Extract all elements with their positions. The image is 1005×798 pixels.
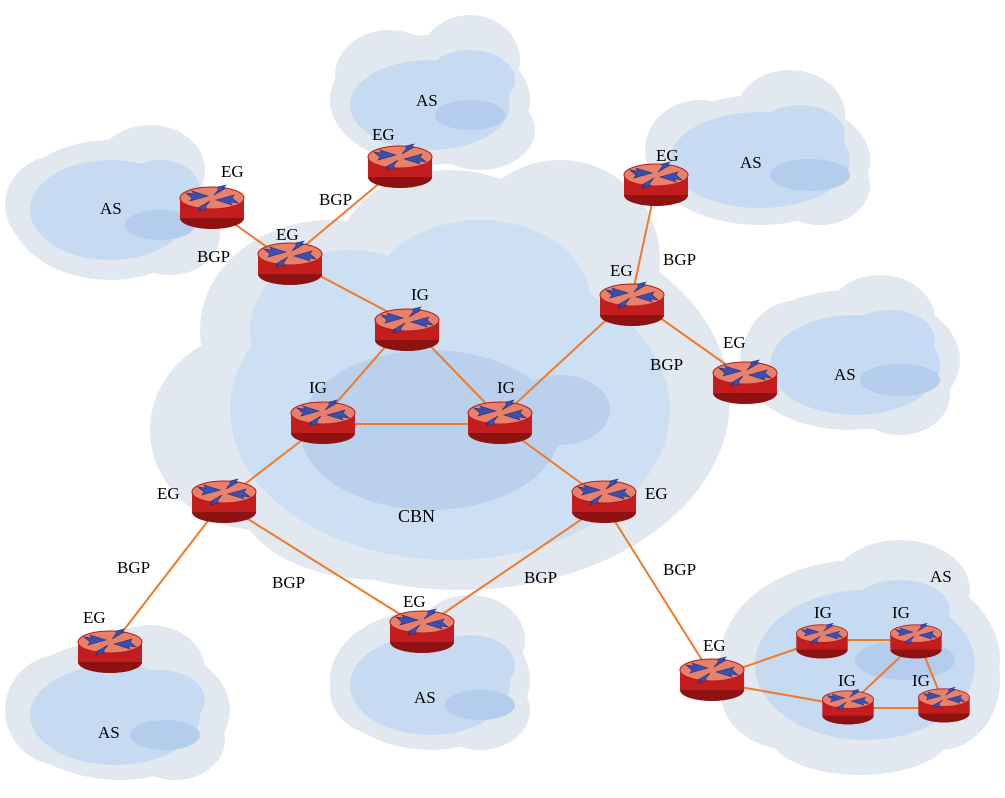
as-cloud-bottom-mid bbox=[330, 595, 530, 750]
label-eg-as-bottom-mid: EG bbox=[403, 592, 426, 611]
label-eg-as-bottom-right: EG bbox=[703, 636, 726, 655]
as-cloud-bottom-right bbox=[720, 540, 1000, 775]
label-ig-br-2: IG bbox=[892, 603, 910, 622]
router-ig-core-right bbox=[467, 399, 533, 445]
label-eg-as-right-mid: EG bbox=[723, 333, 746, 352]
router-eg-core-ne bbox=[599, 281, 665, 327]
core-network-cloud bbox=[150, 160, 730, 590]
label-eg-as-top: EG bbox=[372, 125, 395, 144]
label-bgp-bottom-right: BGP bbox=[663, 560, 696, 579]
label-bgp-right-mid: BGP bbox=[650, 355, 683, 374]
label-as-bottom-right: AS bbox=[930, 567, 952, 586]
router-eg-core-se bbox=[571, 478, 637, 524]
router-ig-br-3 bbox=[822, 688, 874, 725]
router-eg-as-top bbox=[367, 143, 433, 189]
label-eg-as-right-top: EG bbox=[656, 146, 679, 165]
router-eg-as-bottom-mid bbox=[389, 608, 455, 654]
label-eg-core-sw: EG bbox=[157, 484, 180, 503]
router-ig-br-4 bbox=[918, 686, 970, 723]
label-ig-core-top: IG bbox=[411, 285, 429, 304]
label-as-right-top: AS bbox=[740, 153, 762, 172]
as-cloud-top bbox=[330, 15, 535, 170]
router-ig-core-top bbox=[374, 306, 440, 352]
router-ig-br-1 bbox=[796, 622, 848, 659]
label-bgp-right-top: BGP bbox=[663, 250, 696, 269]
label-bgp-bottom-left: BGP bbox=[117, 558, 150, 577]
label-as-bottom-left: AS bbox=[98, 723, 120, 742]
router-ig-br-2 bbox=[890, 622, 942, 659]
label-ig-core-left: IG bbox=[309, 378, 327, 397]
label-bgp-bottom-mid-right: BGP bbox=[524, 568, 557, 587]
label-ig-br-4: IG bbox=[912, 671, 930, 690]
as-cloud-bottom-left bbox=[5, 625, 230, 780]
label-as-bottom-mid: AS bbox=[414, 688, 436, 707]
label-eg-as-bottom-left: EG bbox=[83, 608, 106, 627]
router-eg-as-bottom-left bbox=[77, 628, 143, 674]
label-eg-core-ne: EG bbox=[610, 261, 633, 280]
label-ig-br-3: IG bbox=[838, 671, 856, 690]
link-egsw-egbm bbox=[223, 503, 423, 629]
router-eg-as-right-top bbox=[623, 161, 689, 207]
as-cloud-left bbox=[5, 125, 220, 280]
label-bgp-top: BGP bbox=[319, 190, 352, 209]
link-egse-egbm bbox=[421, 503, 605, 629]
as-cloud-right-top bbox=[645, 70, 870, 225]
router-eg-as-right-mid bbox=[712, 359, 778, 405]
router-eg-as-bottom-right bbox=[679, 656, 745, 702]
label-as-right-mid: AS bbox=[834, 365, 856, 384]
router-eg-core-sw bbox=[191, 478, 257, 524]
label-ig-core-right: IG bbox=[497, 378, 515, 397]
label-as-left: AS bbox=[100, 199, 122, 218]
label-eg-core-nw: EG bbox=[276, 225, 299, 244]
label-bgp-bottom-mid-left: BGP bbox=[272, 573, 305, 592]
label-eg-as-left: EG bbox=[221, 162, 244, 181]
label-bgp-left: BGP bbox=[197, 247, 230, 266]
label-eg-core-se: EG bbox=[645, 484, 668, 503]
link-egse-egbr bbox=[603, 503, 713, 677]
label-as-top: AS bbox=[416, 91, 438, 110]
router-eg-as-left bbox=[179, 184, 245, 230]
link-egsw-egbl bbox=[109, 499, 225, 649]
as-cloud-right-mid bbox=[740, 275, 960, 435]
label-ig-br-1: IG bbox=[814, 603, 832, 622]
router-ig-core-left bbox=[290, 399, 356, 445]
router-eg-core-nw bbox=[257, 240, 323, 286]
label-core: CBN bbox=[398, 506, 435, 526]
